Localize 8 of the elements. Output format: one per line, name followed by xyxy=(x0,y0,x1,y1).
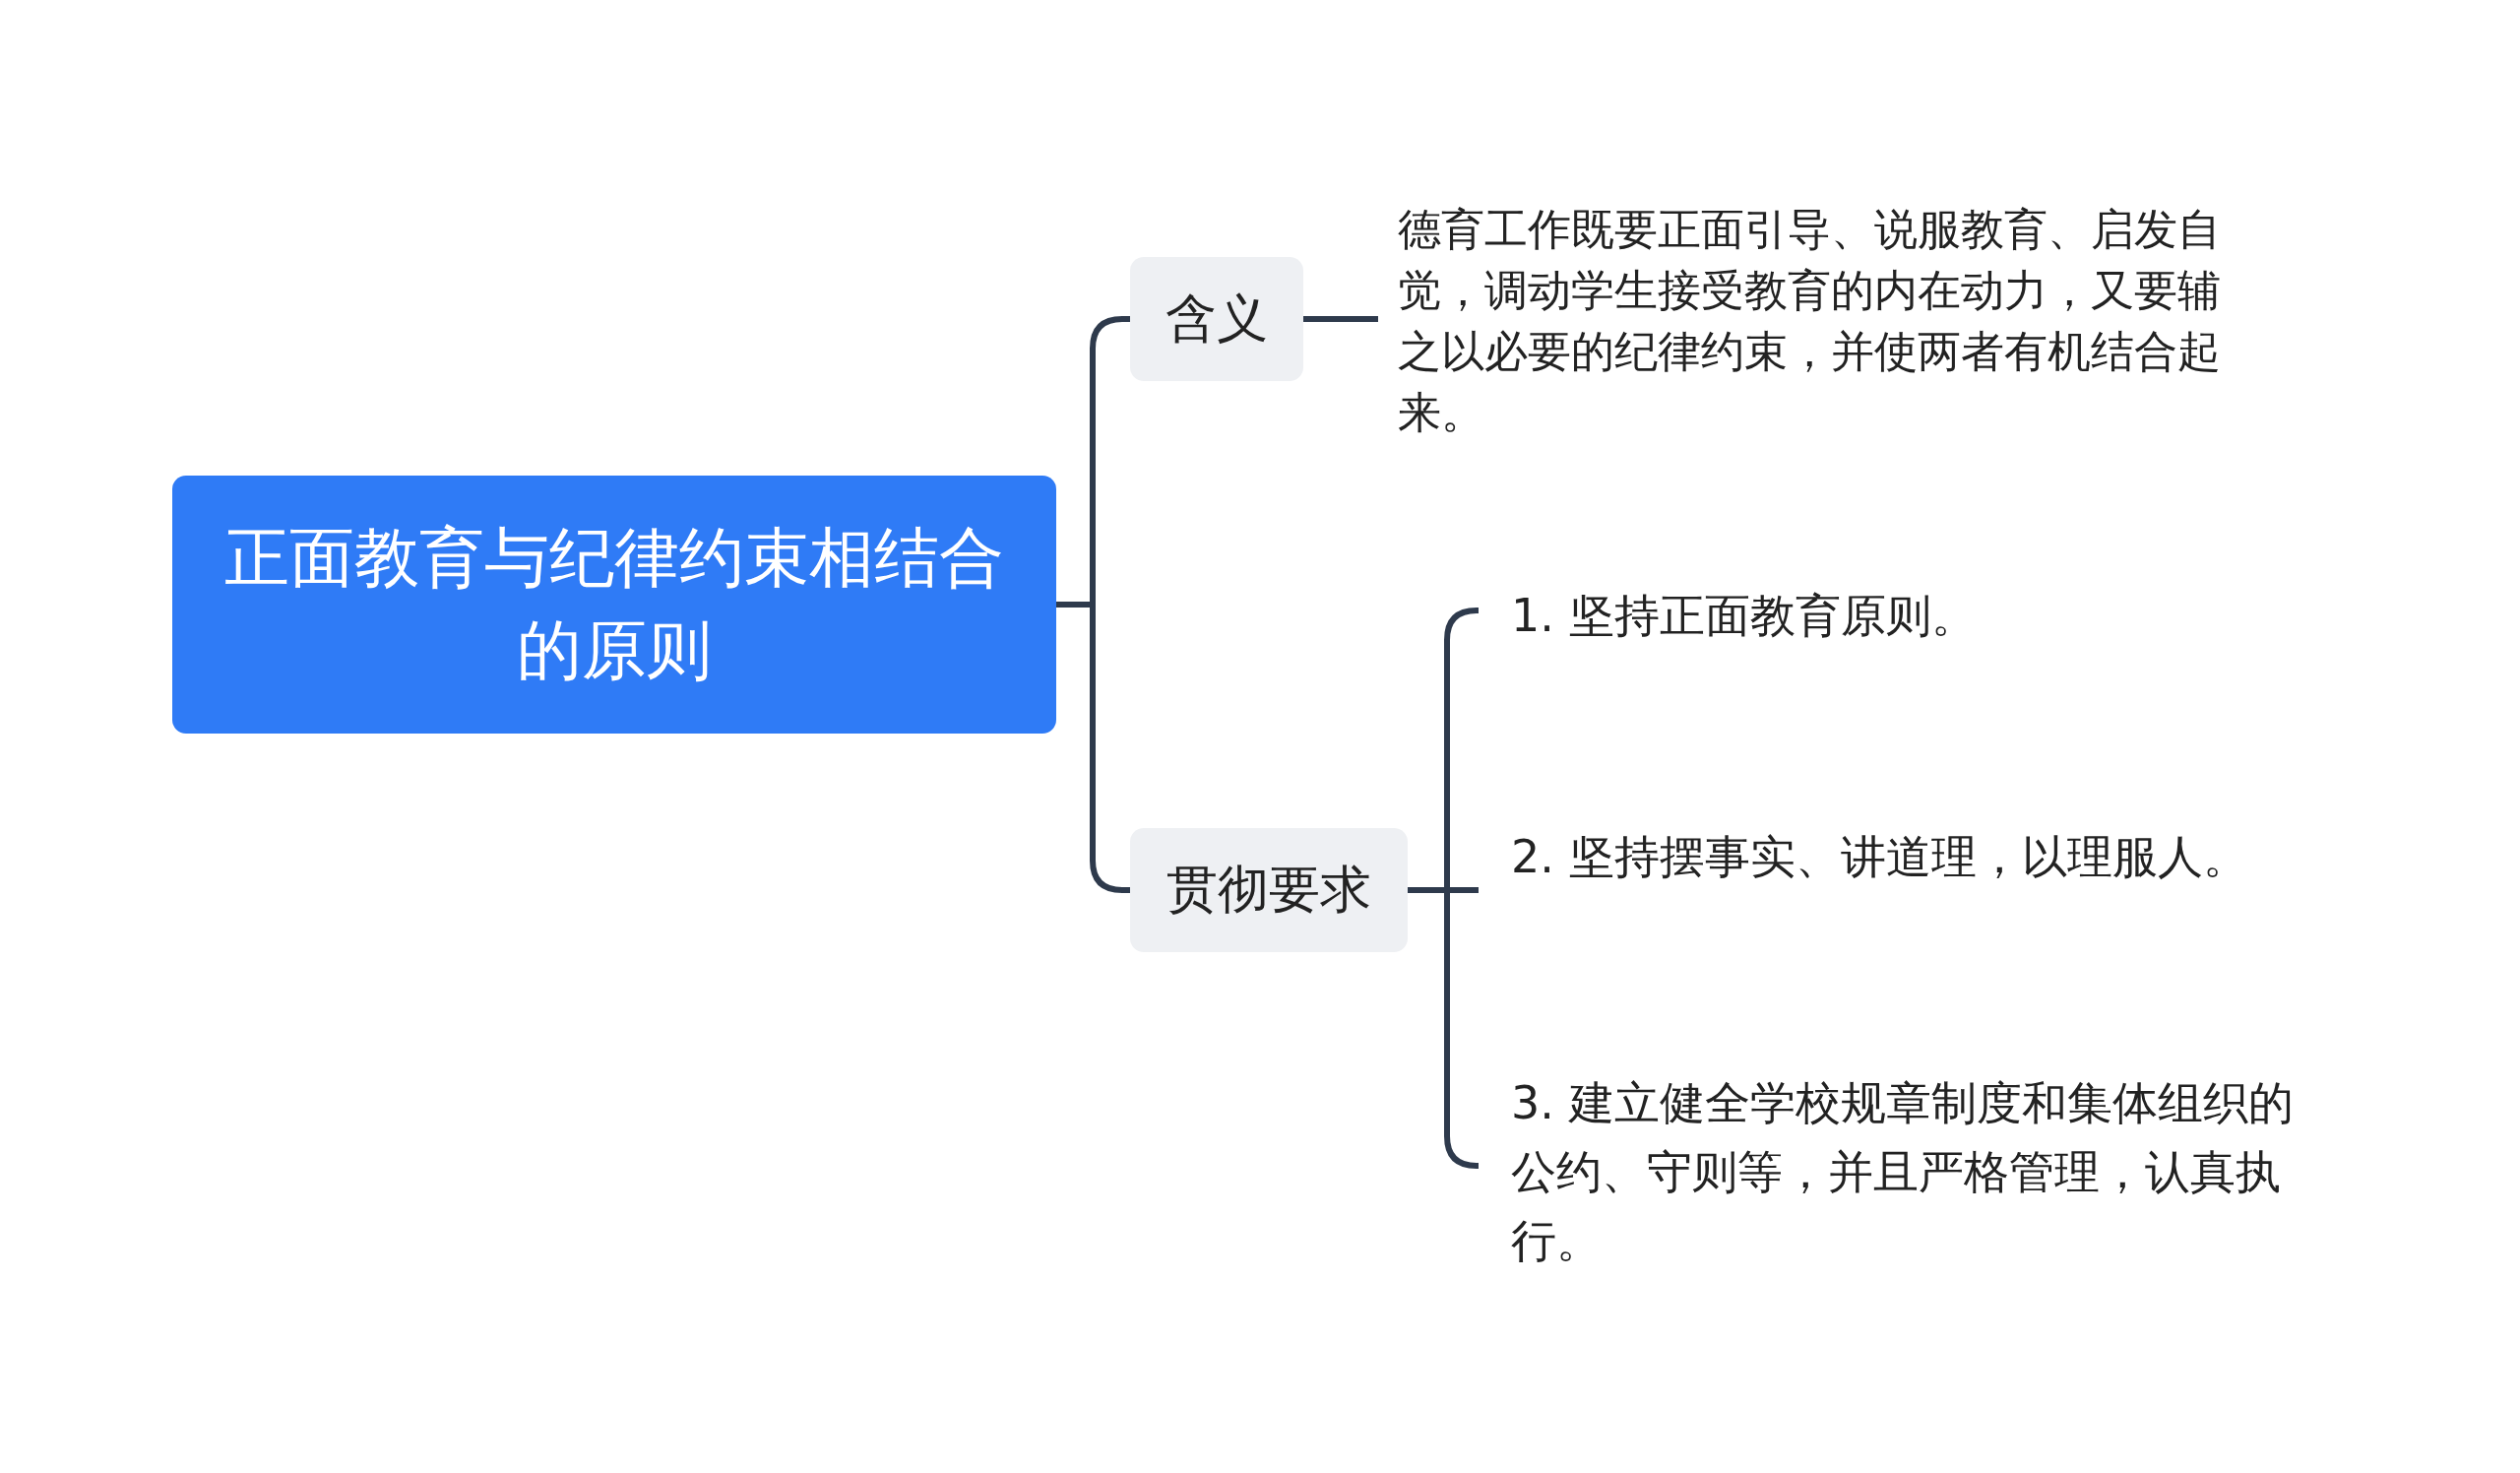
note-text: 3. 建立健全学校规章制度和集体组织的公约、守则等，并且严格管理，认真执行。 xyxy=(1511,1063,2328,1280)
topic-box: 含义 xyxy=(1130,257,1303,381)
note-text: 2. 坚持摆事实、讲道理，以理服人。 xyxy=(1511,783,2328,930)
root-topic-box: 正面教育与纪律约束相结合的原则 xyxy=(172,476,1056,734)
note-text: 1. 坚持正面教育原则。 xyxy=(1511,576,2299,655)
note-text: 德育工作既要正面引导、说服教育、启发自觉，调动学生接受教育的内在动力，又要辅之以必要的纪律约束，并使两者有机结合起来。 xyxy=(1398,193,2225,449)
topic-box: 贯彻要求 xyxy=(1130,828,1408,952)
connector-line xyxy=(1303,316,1378,322)
